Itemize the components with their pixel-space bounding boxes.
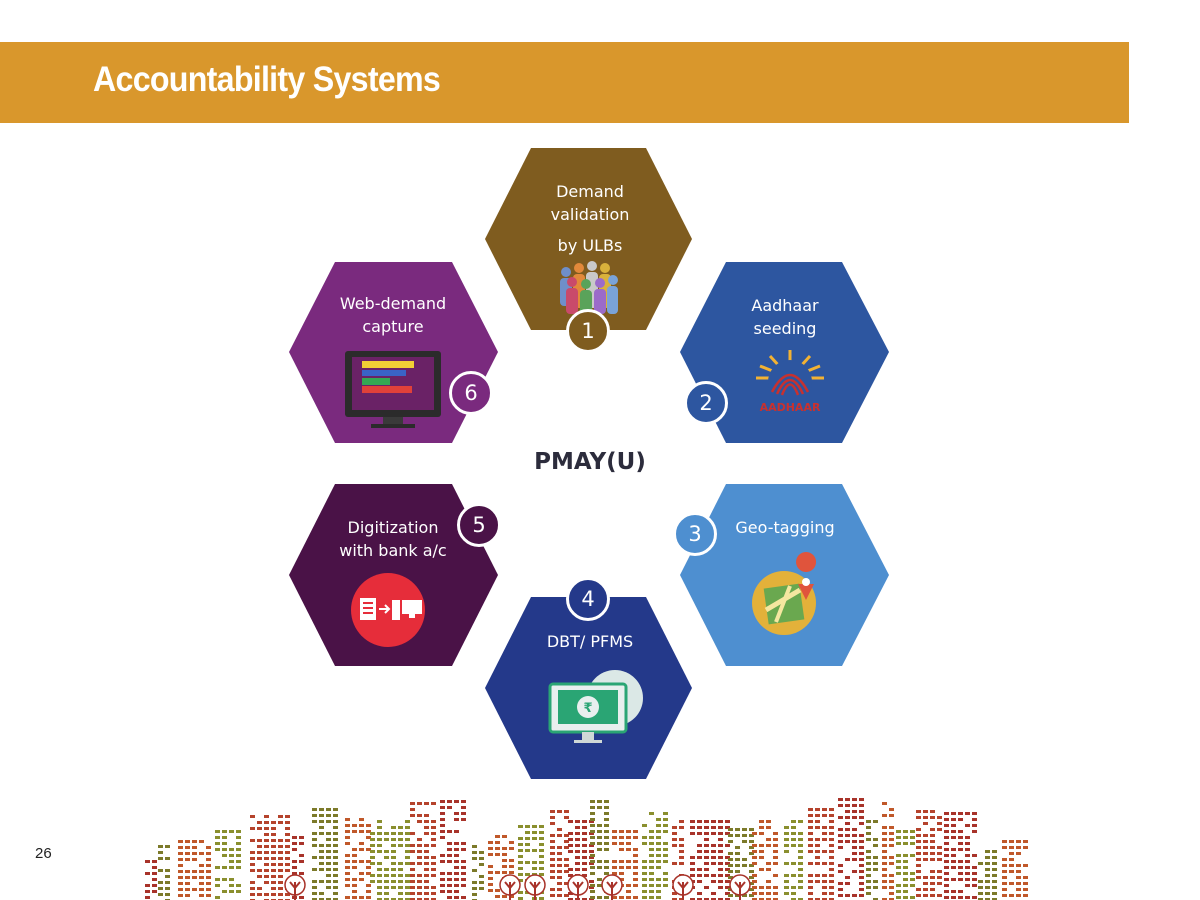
skyline-building [145, 860, 157, 899]
step-1-line3: by ULBs [557, 236, 623, 255]
skyline-building [472, 845, 484, 900]
skyline-tree [284, 874, 306, 900]
step-5-badge: 5 [457, 503, 501, 547]
step-4-badge: 4 [566, 577, 610, 621]
step-5-line1: Digitization [347, 518, 439, 537]
hex-aadhaar-seeding [680, 262, 889, 443]
skyline-building [250, 815, 290, 900]
skyline-building [916, 810, 942, 897]
skyline-building [590, 800, 609, 899]
step-6-label: Web-demand capture [323, 292, 463, 338]
step-2-label: Aadhaar seeding [715, 294, 855, 340]
skyline-building [215, 830, 241, 899]
skyline-building [838, 798, 864, 897]
hexagon-diagram: AADHAAR ₹ [289, 148, 889, 779]
step-6-badge: 6 [449, 371, 493, 415]
monitor-chart-icon [345, 351, 441, 428]
skyline-building [312, 808, 338, 900]
skyline-building [784, 820, 803, 900]
step-2-line1: Aadhaar [751, 296, 819, 315]
document-transfer-icon [351, 573, 425, 647]
skyline-building [978, 850, 997, 900]
aadhaar-logo: AADHAAR [756, 350, 824, 414]
page-title: Accountability Systems [93, 60, 441, 99]
step-6-line2: capture [362, 317, 424, 336]
skyline-building [944, 812, 977, 899]
skyline-tree [499, 874, 521, 900]
skyline-building [642, 812, 668, 899]
skyline-building [808, 808, 834, 900]
skyline-building [488, 835, 514, 898]
skyline-building [410, 802, 436, 900]
step-5-label: Digitization with bank a/c [323, 516, 463, 562]
skyline-building [345, 818, 371, 899]
map-pin-icon [752, 552, 817, 635]
skyline-building [178, 840, 211, 897]
step-5-line2: with bank a/c [339, 541, 447, 560]
skyline-tree [601, 874, 623, 900]
skyline-building [752, 820, 778, 900]
step-3-label: Geo-tagging [715, 516, 855, 539]
city-skyline-decoration [145, 798, 1028, 900]
skyline-building [158, 845, 170, 900]
skyline-building [896, 830, 915, 899]
rupee-monitor-icon: ₹ [548, 670, 643, 743]
step-4-label: DBT/ PFMS [520, 630, 660, 653]
skyline-building [370, 820, 410, 900]
step-3-line1: Geo-tagging [735, 518, 835, 537]
skyline-building [1002, 840, 1028, 897]
hex-demand-validation [485, 148, 692, 330]
people-group-icon [560, 261, 618, 314]
step-2-line2: seeding [753, 319, 817, 338]
svg-text:₹: ₹ [583, 701, 592, 716]
title-banner [0, 42, 1129, 123]
skyline-tree [524, 874, 546, 900]
step-1-badge: 1 [566, 309, 610, 353]
skyline-building [690, 820, 730, 900]
skyline-building [440, 800, 466, 899]
skyline-tree [567, 874, 589, 900]
step-1-line2: validation [550, 205, 630, 224]
skyline-tree [729, 874, 751, 900]
skyline-tree [672, 874, 694, 900]
step-4-line1: DBT/ PFMS [546, 632, 634, 651]
step-3-badge: 3 [673, 512, 717, 556]
step-2-badge: 2 [684, 381, 728, 425]
skyline-building [882, 802, 894, 900]
step-6-line1: Web-demand [339, 294, 447, 313]
skyline-building [866, 820, 878, 900]
svg-text:AADHAAR: AADHAAR [760, 401, 821, 414]
center-label: PMAY(U) [534, 449, 646, 475]
skyline-building [550, 810, 569, 897]
step-1-label: Demand validation by ULBs [520, 180, 660, 257]
page-number: 26 [35, 845, 52, 862]
step-1-line1: Demand [556, 182, 624, 201]
